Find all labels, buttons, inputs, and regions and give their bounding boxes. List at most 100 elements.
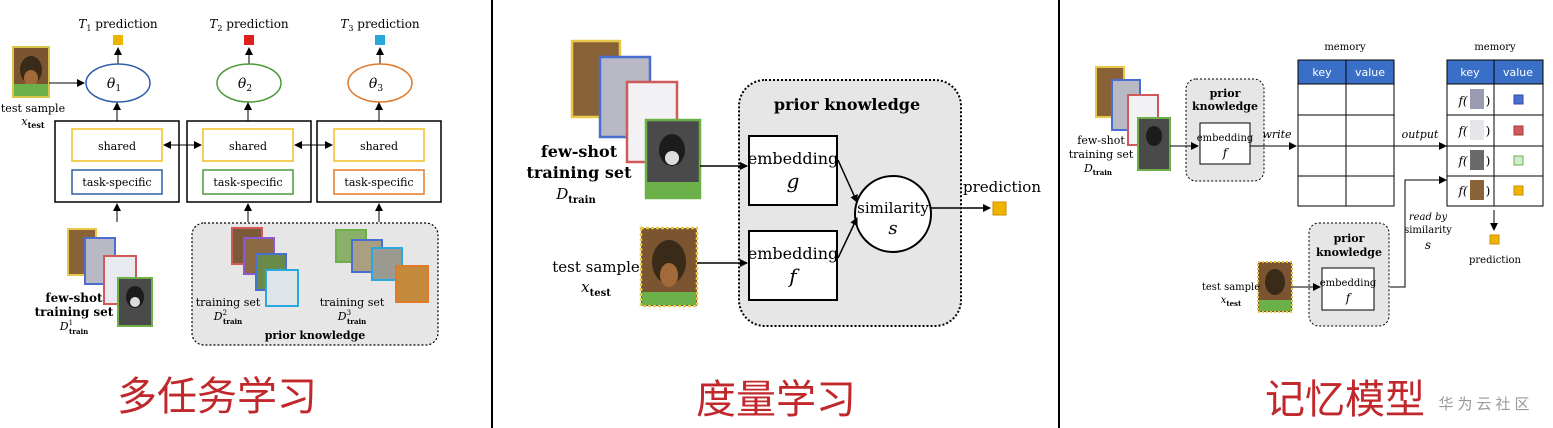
task-specific-box-3 [333, 169, 425, 195]
value-marker-1 [1513, 94, 1524, 105]
shared-box-2 [202, 128, 294, 162]
svg-text:prior knowledge: prior knowledge [774, 95, 920, 114]
svg-text:embedding: embedding [1197, 133, 1254, 144]
svg-text:f(: f( [1457, 94, 1467, 108]
svg-text:memory: memory [1324, 42, 1366, 53]
value-marker-3 [1513, 155, 1524, 166]
svg-text:f: f [1345, 291, 1353, 305]
svg-text:read by: read by [1409, 212, 1448, 223]
prediction-marker-t2 [244, 35, 254, 45]
svg-text:T2 prediction: T2 prediction [209, 17, 289, 33]
svg-text:task-specific: task-specific [344, 176, 413, 189]
memory-prediction-marker [1489, 234, 1500, 245]
memory-test-image [1257, 261, 1293, 313]
svg-text:value: value [1355, 66, 1385, 79]
svg-text:embedding: embedding [748, 244, 839, 263]
svg-text:write: write [1262, 128, 1292, 141]
svg-text:task-specific: task-specific [82, 176, 151, 189]
prediction-t1: T1 prediction [78, 17, 158, 45]
svg-text:g: g [787, 169, 800, 193]
svg-text:embedding: embedding [1320, 278, 1377, 289]
task-box-2: shared task-specific [186, 120, 312, 203]
training-set-2-images [231, 227, 299, 307]
svg-text:prior: prior [1210, 87, 1241, 100]
svg-text:f: f [1222, 146, 1230, 160]
prediction-marker-t1 [113, 35, 123, 45]
theta-3-node [347, 63, 413, 103]
value-marker-2 [1513, 125, 1524, 136]
memory-caption: 记忆模型 [1265, 377, 1425, 423]
svg-text:embedding: embedding [748, 149, 839, 168]
svg-text:s: s [1425, 238, 1431, 252]
theta-1-node [85, 63, 151, 103]
svg-text:Dtrain: Dtrain [555, 185, 596, 206]
training-set-3-images [335, 229, 429, 303]
svg-text:training set: training set [196, 296, 261, 309]
multitask-caption: 多任务学习 [117, 374, 317, 420]
theta-2-node [216, 63, 282, 103]
svg-text:few-shot: few-shot [541, 142, 618, 161]
metric-test-image [639, 226, 699, 308]
svg-text:f(: f( [1457, 154, 1467, 168]
similarity-node [854, 175, 932, 253]
svg-text:T1 prediction: T1 prediction [78, 17, 158, 33]
prediction-t3: T3 prediction [340, 17, 420, 45]
metric-fewshot-images [570, 39, 702, 200]
svg-text:θ2: θ2 [238, 76, 252, 94]
prediction-t2: T2 prediction [209, 17, 289, 45]
task-box-1: shared task-specific [54, 120, 180, 203]
svg-text:θ3: θ3 [369, 76, 383, 94]
svg-text:shared: shared [98, 140, 136, 153]
multitask-fewshot-images [67, 228, 153, 327]
svg-text:shared: shared [229, 140, 267, 153]
svg-text:test sample: test sample [1, 102, 65, 115]
svg-text:shared: shared [360, 140, 398, 153]
svg-text:f(: f( [1457, 124, 1467, 138]
svg-text:xtest: xtest [1221, 295, 1242, 308]
svg-text:prior knowledge: prior knowledge [265, 329, 366, 342]
svg-text:): ) [1486, 184, 1491, 198]
multitask-test-sample: test sample xtest [1, 46, 85, 130]
metric-panel: few-shot training set Dtrain test sample… [527, 39, 1041, 423]
svg-text:s: s [888, 218, 897, 239]
task-box-3: shared task-specific [316, 120, 442, 203]
value-marker-4 [1513, 185, 1524, 196]
svg-text:xtest: xtest [581, 278, 611, 299]
metric-caption: 度量学习 [696, 377, 856, 423]
svg-text:): ) [1486, 94, 1491, 108]
memory-embedding-top [1199, 122, 1251, 165]
memory-embedding-bottom [1321, 267, 1375, 311]
memory-table-empty: key value [1297, 59, 1395, 207]
svg-text:prediction: prediction [963, 178, 1041, 196]
memory-fewshot-images [1095, 66, 1171, 171]
svg-text:knowledge: knowledge [1316, 246, 1382, 259]
svg-text:): ) [1486, 154, 1491, 168]
svg-text:training set: training set [1069, 148, 1134, 161]
svg-text:training set: training set [320, 296, 385, 309]
svg-text:training set: training set [35, 305, 114, 319]
svg-text:test sample: test sample [552, 258, 640, 276]
svg-text:knowledge: knowledge [1192, 100, 1258, 113]
svg-text:task-specific: task-specific [213, 176, 282, 189]
prediction-marker-t3 [375, 35, 385, 45]
svg-text:θ1: θ1 [107, 76, 121, 94]
svg-text:prediction: prediction [1469, 255, 1522, 266]
svg-text:xtest: xtest [21, 115, 45, 130]
svg-text:similarity: similarity [1404, 225, 1452, 236]
shared-box-3 [333, 128, 425, 162]
shared-box-1 [71, 128, 163, 162]
embedding-g-box [748, 135, 838, 206]
svg-text:similarity: similarity [857, 199, 929, 217]
memory-panel: few-shot training set Dtrain prior knowl… [1069, 42, 1544, 423]
svg-text:memory: memory [1474, 42, 1516, 53]
svg-text:f(: f( [1457, 184, 1467, 198]
svg-text:training set: training set [527, 163, 633, 182]
svg-text:): ) [1486, 124, 1491, 138]
watermark-text: 华为云社区 [1438, 395, 1533, 413]
svg-text:key: key [1312, 66, 1332, 79]
task-specific-box-1 [71, 169, 163, 195]
svg-text:prior: prior [1334, 232, 1365, 245]
